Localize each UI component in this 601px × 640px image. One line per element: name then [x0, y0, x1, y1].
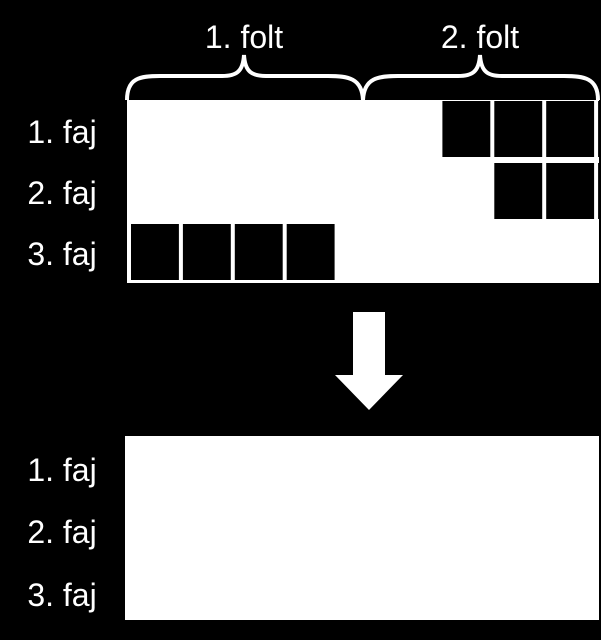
occupied-cell — [598, 101, 601, 157]
top-row-label-2: 2. faj — [27, 175, 96, 211]
occupied-cell — [286, 224, 335, 280]
patch-label-2: 2. folt — [441, 19, 519, 55]
bottom-row-label-3: 3. faj — [27, 577, 96, 613]
occupied-cell — [234, 224, 283, 280]
occupied-cell — [598, 163, 601, 219]
occupied-cell — [182, 224, 231, 280]
occupied-cell — [442, 101, 491, 157]
top-row-label-1: 1. faj — [27, 114, 96, 150]
patch-label-1: 1. folt — [205, 19, 283, 55]
bottom-panel — [125, 436, 599, 620]
bottom-row-label-2: 2. faj — [27, 514, 96, 550]
occupied-cell — [546, 101, 595, 157]
occupied-cell — [494, 101, 543, 157]
occupied-cell — [131, 224, 179, 280]
occupancy-grid — [131, 101, 601, 280]
bottom-row-label-1: 1. faj — [27, 452, 96, 488]
occupied-cell — [494, 163, 543, 219]
patch-brace-1 — [125, 54, 365, 101]
occupied-cell — [546, 163, 595, 219]
down-arrow — [335, 312, 403, 410]
patch-brace-2 — [361, 54, 600, 101]
top-row-label-3: 3. faj — [27, 236, 96, 272]
